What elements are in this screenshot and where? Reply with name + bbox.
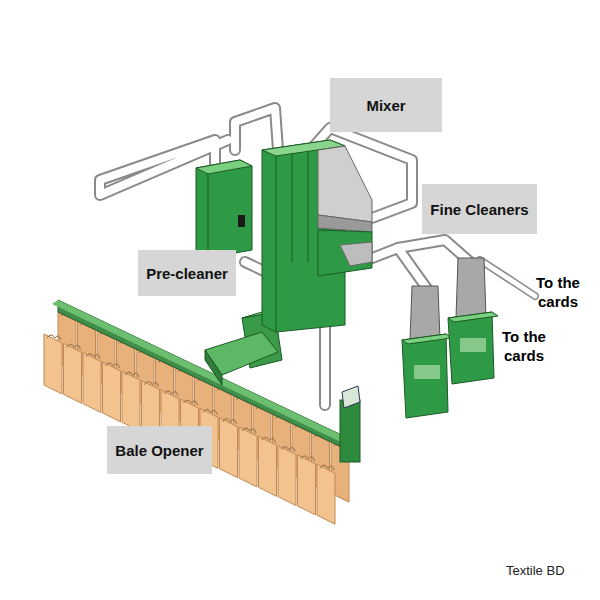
cotton-bale <box>298 455 316 515</box>
cotton-tuft <box>301 456 315 461</box>
watermark: Textile BD <box>506 563 565 579</box>
cotton-tuft <box>106 363 120 368</box>
cotton-bale <box>278 446 296 506</box>
cotton-tuft <box>281 447 295 452</box>
label-box: Fine Cleaners <box>422 184 537 234</box>
cotton-tuft <box>184 400 198 405</box>
cotton-bale <box>220 418 238 478</box>
cotton-bale <box>83 353 101 413</box>
label-box: Mixer <box>330 78 442 132</box>
cotton-tuft <box>145 382 159 387</box>
cotton-tuft <box>203 409 217 414</box>
label-box: Pre-cleaner <box>138 250 236 296</box>
rail-pillar <box>340 400 360 462</box>
cotton-tuft <box>320 465 334 470</box>
cotton-tuft <box>47 335 61 340</box>
cotton-bale <box>317 464 335 524</box>
destination-label: To the cards <box>530 274 586 312</box>
cotton-bale <box>64 343 82 403</box>
air-ducts <box>100 108 535 405</box>
cotton-bale <box>44 334 62 394</box>
machine-name: Pre-cleaner <box>146 265 228 282</box>
cotton-bale <box>259 436 277 496</box>
machine-name: Bale Opener <box>115 442 203 459</box>
machine-name: Fine Cleaners <box>430 201 528 218</box>
cotton-tuft <box>86 354 100 359</box>
mixer-machine <box>262 140 372 332</box>
control-panel <box>342 386 360 408</box>
machine-name: Mixer <box>366 97 405 114</box>
fine-cleaner-machines <box>402 258 498 418</box>
pre-cleaner-machine <box>196 160 252 258</box>
cotton-tuft <box>262 437 276 442</box>
destination-label: To the cards <box>496 328 552 366</box>
cotton-bale <box>122 371 140 431</box>
label-box: Bale Opener <box>107 426 212 474</box>
cotton-tuft <box>125 372 139 377</box>
cotton-tuft <box>242 428 256 433</box>
cotton-tuft <box>67 344 81 349</box>
cotton-bale <box>103 362 121 422</box>
cotton-bale <box>239 427 257 487</box>
cotton-tuft <box>223 419 237 424</box>
cotton-tuft <box>164 391 178 396</box>
